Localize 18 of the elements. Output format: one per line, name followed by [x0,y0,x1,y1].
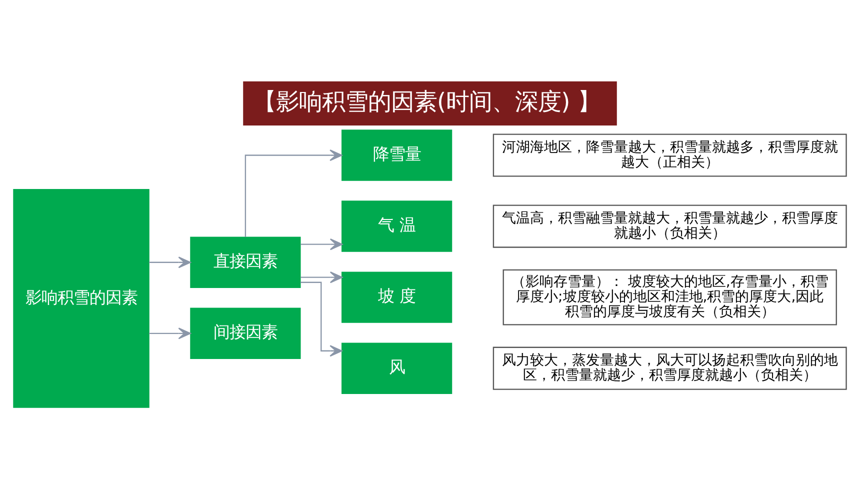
arrow [300,282,342,357]
node-box: 风 [342,342,452,394]
node-box: 风力较大，蒸发量越大，风大可以扬起积雪吹向别的地区，积雪量就越少，积雪厚度就越小（负相关） [492,346,847,390]
diagram-title: 【影响积雪的因素(时间、深度) 】 [253,88,601,116]
node-box: 影响积雪的因素 [13,189,150,408]
node-box: 河湖海地区，降雪量越大，积雪量就越多，积雪厚度就越大（正相关） [492,134,847,177]
node-box: 直接因素 [190,236,301,288]
arrow [149,328,191,340]
node-box: （影响存雪量）： 坡度较大的地区,存雪量小，积雪厚度小;坡度较小的地区和洼地,积雪的厚度大,因此积雪的厚度与坡度有关（负相关） [502,269,837,326]
node-box: 降雪量 [342,130,452,181]
node-box: 气 温 [342,200,452,252]
arrow [244,149,342,237]
node-box: 气温高，积雪融雪量就越大，积雪量就越少，积雪厚度就越小（负相关） [492,204,847,248]
arrow [149,256,191,268]
arrow [300,272,343,284]
node-box: 间接因素 [190,308,301,360]
arrow [300,238,343,250]
node-box: 坡 度 [342,272,452,323]
